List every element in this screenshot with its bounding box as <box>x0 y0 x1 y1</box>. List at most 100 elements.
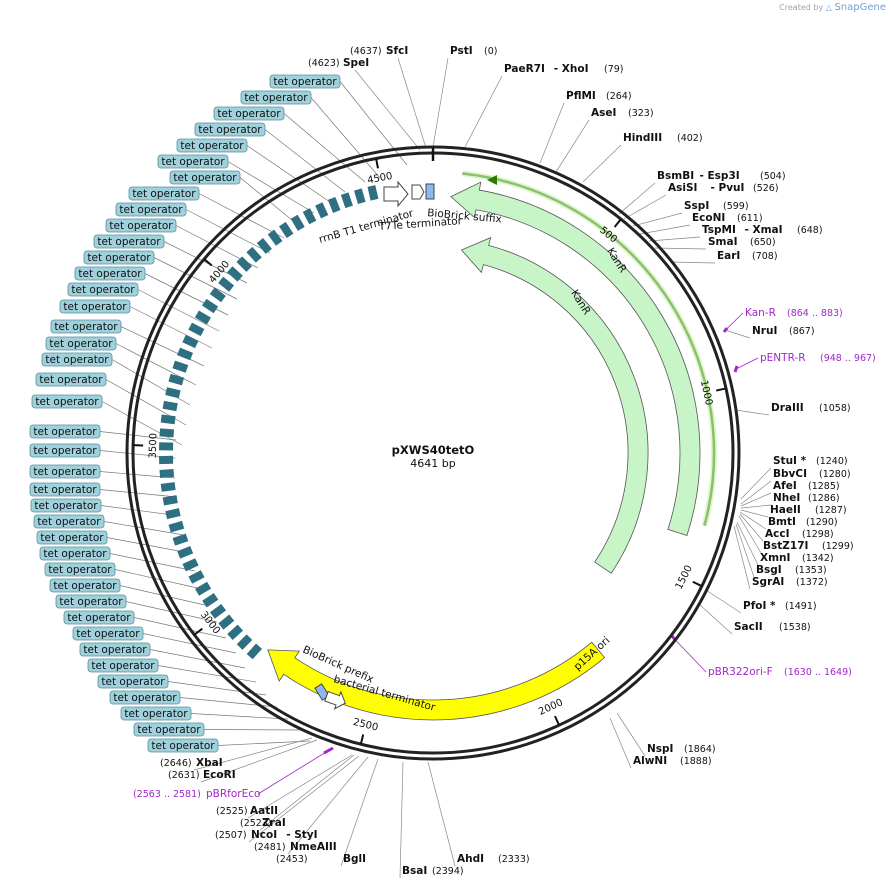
site-name: HaeII <box>770 504 801 516</box>
tet-operator-leader <box>149 649 246 669</box>
tet-operator-box <box>188 570 205 584</box>
tet-operator-label-box <box>147 738 219 753</box>
site-position: (1285) <box>808 481 840 492</box>
ruler-tick <box>375 158 379 169</box>
tet-operator-label-box <box>29 464 101 479</box>
tet-operator-leader <box>153 257 238 300</box>
site-leader-line <box>738 515 762 554</box>
site-position: (1864) <box>684 744 716 755</box>
site-leader-line <box>740 480 772 505</box>
site-name: SspI <box>684 200 709 212</box>
tet-operator-box <box>218 276 235 292</box>
tet-operator-label-box <box>83 250 155 265</box>
site-leader-line <box>740 492 772 507</box>
tet-operator-label: tet operator <box>33 426 97 438</box>
site-leader-line <box>724 329 751 339</box>
tet-operator-label-box <box>120 706 192 721</box>
site-name: NheI <box>773 492 800 504</box>
tet-operator-label-box <box>72 626 144 641</box>
site-leader-line <box>340 758 379 867</box>
plasmid-name: pXWS40tetO <box>392 443 475 457</box>
site-leader-line <box>555 119 590 173</box>
tet-operator-box <box>236 256 253 272</box>
tet-operator-box <box>177 545 194 559</box>
site-position: (504) <box>760 171 786 182</box>
site-position: (1372) <box>796 577 828 588</box>
site-name: AsiSI <box>668 182 697 194</box>
primer-leader <box>673 638 707 673</box>
ruler-tick <box>203 258 213 267</box>
site-leader-line <box>427 761 456 867</box>
site-position: (2507) <box>215 830 247 841</box>
primer-mark <box>733 365 739 373</box>
tet-operator-box <box>172 533 189 546</box>
tet-operator-label: tet operator <box>39 374 103 386</box>
primer-range: (2563 .. 2581) <box>133 789 201 800</box>
tet-operator-label-box <box>29 443 101 458</box>
site-leader-line <box>193 737 313 771</box>
site-name: BsmBI <box>657 170 694 182</box>
site-leader-line <box>354 69 421 151</box>
primer-name: pBR322ori-F <box>708 666 773 678</box>
site-position: (264) <box>606 91 632 102</box>
tet-operator-label-box <box>50 319 122 334</box>
tet-operator-label-box <box>55 594 127 609</box>
tet-operator-label-box <box>133 722 205 737</box>
tet-operator-label-box <box>105 218 177 233</box>
ruler-tick <box>613 218 622 228</box>
snapgene-logo-icon: △ <box>825 3 832 12</box>
tet-operator-box <box>327 196 341 213</box>
site-name: SfcI <box>386 45 408 57</box>
tet-operator-label-box <box>176 138 248 153</box>
tet-operator-label: tet operator <box>54 321 118 333</box>
tet-operator-label: tet operator <box>132 188 196 200</box>
tet-operator-leader <box>101 401 183 446</box>
tet-operator-label-box <box>67 282 139 297</box>
tet-operator-label-box <box>194 122 266 137</box>
site-name: HindIII <box>623 132 662 144</box>
site-name: BsgI <box>756 564 782 576</box>
tet-operator-label: tet operator <box>87 252 151 264</box>
ruler-tick-label: 3500 <box>148 433 160 459</box>
tet-operator-label: tet operator <box>49 338 113 350</box>
site-name-extra: - XmaI <box>745 224 783 236</box>
tet-operator-box <box>227 624 244 640</box>
site-name: EcoNI <box>692 212 725 224</box>
tet-operator-label: tet operator <box>71 284 135 296</box>
site-name: PflMI <box>566 90 596 102</box>
site-position: (2481) <box>254 842 286 853</box>
tet-operator-label: tet operator <box>91 660 155 672</box>
tet-operator-box <box>165 508 181 520</box>
site-leader-line <box>609 717 632 769</box>
tet-operator-box <box>246 246 262 263</box>
primer-name: pENTR-R <box>760 352 806 364</box>
tet-operator-box <box>160 414 176 425</box>
tet-operator-label-box <box>45 336 117 351</box>
site-leader-line <box>287 756 369 855</box>
site-position: (1280) <box>819 469 851 480</box>
site-leader-line <box>432 57 449 148</box>
tet-operator-box <box>162 400 178 412</box>
tet-operator-leader <box>137 289 220 332</box>
tet-operator-label: tet operator <box>151 740 215 752</box>
site-name: DraIII <box>771 402 804 414</box>
primer-leader <box>735 357 759 370</box>
site-name-extra: - Esp3I <box>700 170 740 182</box>
site-leader-line <box>259 754 355 831</box>
tet-operator-box <box>209 287 226 303</box>
tet-operator-label: tet operator <box>67 612 131 624</box>
tet-operator-box <box>236 634 253 650</box>
site-position: (2646) <box>160 758 192 769</box>
tet-operator-box <box>188 322 205 337</box>
site-name: AatII <box>250 805 278 817</box>
site-leader-line <box>740 467 772 500</box>
tet-operator-leader <box>114 569 203 590</box>
tet-operator-leader <box>264 129 346 193</box>
site-position: (1342) <box>802 553 834 564</box>
tet-operator-leader <box>203 729 301 731</box>
site-leader-line <box>632 212 683 227</box>
tet-operator-box <box>159 428 175 438</box>
tet-operator-box <box>210 603 227 619</box>
tet-operator-leader <box>119 585 210 607</box>
